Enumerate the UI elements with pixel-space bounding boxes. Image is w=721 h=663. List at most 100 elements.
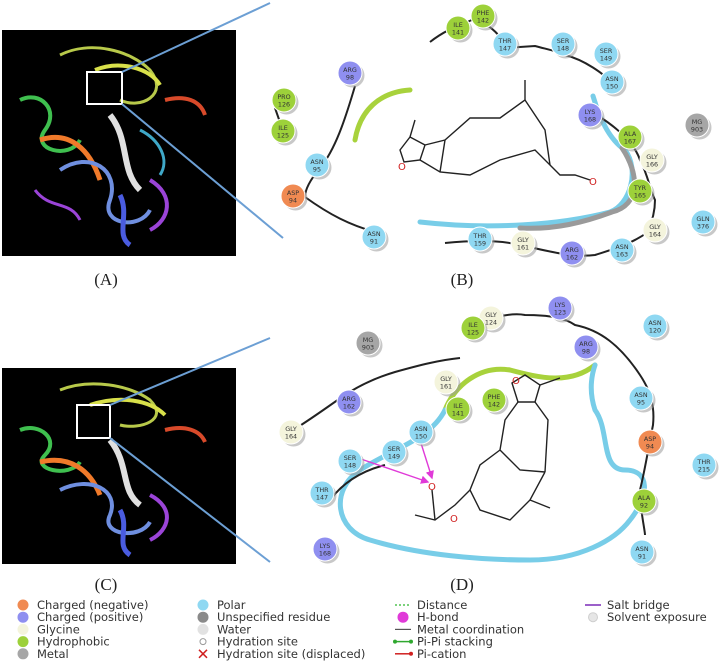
residue-disc: [312, 536, 338, 562]
residue-number: 123: [554, 309, 566, 317]
legend-item-hydration-displaced: Hydration site (displaced): [198, 647, 365, 661]
legend-label: Solvent exposure: [607, 610, 707, 624]
residue-number: 141: [452, 29, 464, 37]
residue-disc: [609, 237, 635, 263]
legend-item-hbond: H-bond: [397, 610, 459, 624]
backbone-b-left: [303, 85, 376, 233]
hydration-icon: [199, 638, 207, 646]
residue-name: PRO: [277, 93, 290, 101]
residue-disc: [271, 87, 297, 113]
solvent-exposure-icon: [588, 612, 598, 623]
legend-swatch: [197, 599, 209, 611]
residue-name: PHE: [477, 9, 490, 17]
residue-disc: [408, 419, 434, 445]
svg-text:O: O: [428, 482, 436, 493]
residue-name: ARG: [342, 395, 356, 403]
panel-d-diagram: O O O LYS123GLY124ILE125ARG98ASN120MG903…: [278, 295, 719, 567]
legend-swatch: [17, 636, 29, 648]
cross-icon: [198, 649, 208, 659]
legend-label: Metal: [37, 647, 69, 661]
residue-number: 91: [638, 553, 646, 561]
residue-number: 165: [634, 192, 646, 200]
residue-disc: [460, 315, 486, 341]
legend-label: Polar: [217, 598, 246, 612]
residue-name: GLY: [485, 311, 497, 319]
residue-disc: [355, 330, 381, 356]
legend-item-negative: Charged (negative): [17, 598, 149, 612]
residue-disc: [510, 230, 536, 256]
residue-number: 149: [600, 55, 612, 63]
legend-item-metal: Metal: [17, 647, 69, 661]
pocket-exposed-b: [517, 145, 637, 231]
residue-disc: [559, 240, 585, 266]
panel-label-b: (B): [451, 270, 474, 289]
residue-name: MG: [363, 336, 374, 344]
residue-number: 164: [285, 433, 297, 441]
residue-number: 91: [370, 238, 378, 246]
ligand-d: [414, 374, 561, 521]
residue-number: 95: [637, 399, 645, 407]
residue-number: 142: [488, 401, 500, 409]
legend-label: Hydration site: [217, 635, 298, 649]
residue-disc: [599, 69, 625, 95]
svg-text:O: O: [589, 177, 597, 188]
legend-swatch: [197, 611, 209, 623]
residue-disc: [691, 452, 717, 478]
residue-disc: [593, 41, 619, 67]
residue-disc: [642, 217, 668, 243]
residue-name: ASN: [310, 158, 323, 166]
residue-name: LYS: [555, 301, 566, 309]
residue-disc: [381, 439, 407, 465]
legend-item-pication: Pi-cation: [395, 647, 466, 661]
residue-disc: [445, 396, 471, 422]
residue-disc: [470, 3, 496, 29]
legend-label: Unspecified residue: [217, 610, 330, 624]
legend-item-hydrophobic: Hydrophobic: [17, 635, 110, 649]
legend-item-water: Water: [197, 622, 251, 636]
panel-label-a: (A): [94, 270, 118, 289]
residue-name: GLY: [517, 236, 529, 244]
residue-number: 98: [582, 348, 590, 356]
residue-number: 903: [691, 126, 703, 134]
residue-number: 95: [313, 166, 321, 174]
residue-group-d: LYS123GLY124ILE125ARG98ASN120MG903GLY161…: [278, 295, 719, 567]
residue-number: 167: [624, 138, 636, 146]
zoom-line-c-bottom: [109, 437, 271, 563]
legend-swatch: [17, 611, 29, 623]
residue-name: ILE: [453, 21, 462, 29]
svg-text:O: O: [512, 376, 520, 387]
legend-label: Distance: [417, 598, 467, 612]
residue-number: 903: [362, 344, 374, 352]
legend-label: Pi-cation: [417, 647, 466, 661]
residue-disc: [304, 152, 330, 178]
residue-name: ALA: [638, 494, 651, 502]
residue-name: ASN: [635, 545, 648, 553]
residue-name: GLY: [649, 223, 661, 231]
legend-item-salt: Salt bridge: [585, 598, 670, 612]
svg-text:O: O: [398, 162, 406, 173]
residue-disc: [278, 419, 304, 445]
legend-item-metal-coord: Metal coordination: [395, 622, 524, 636]
residue-name: THR: [314, 486, 329, 494]
residue-number: 148: [344, 462, 356, 470]
residue-disc: [617, 124, 643, 150]
residue-number: 164: [649, 231, 661, 239]
residue-number: 92: [640, 502, 648, 510]
residue-disc: [467, 226, 493, 252]
residue-number: 376: [697, 223, 709, 231]
residue-number: 125: [467, 329, 479, 337]
legend-swatch: [17, 623, 29, 635]
